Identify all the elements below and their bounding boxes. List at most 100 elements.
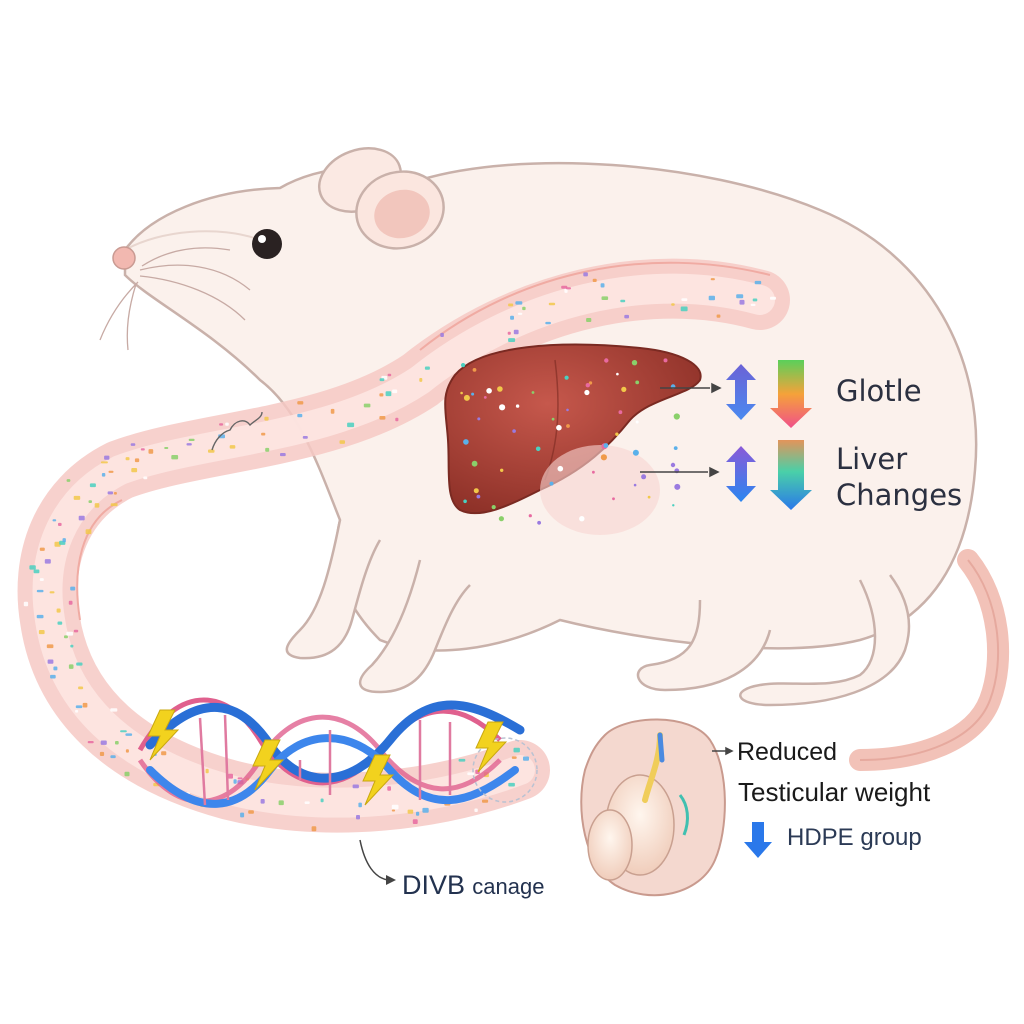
microplastic-particle	[108, 470, 114, 473]
liver-particle	[674, 483, 681, 490]
microplastic-particle	[70, 644, 74, 648]
microplastic-particle	[264, 416, 269, 421]
microplastic-particle	[66, 631, 74, 636]
liver-particle	[491, 505, 496, 510]
liver-particle	[618, 410, 623, 415]
microplastic-particle	[68, 664, 74, 669]
liver-particle	[461, 363, 466, 368]
microplastic-particle	[419, 378, 423, 382]
microplastic-particle	[548, 302, 556, 306]
microplastic-particle	[513, 329, 519, 335]
microplastic-particle	[600, 283, 605, 288]
microplastic-particle	[85, 529, 92, 535]
microplastic-particle	[311, 826, 317, 832]
microplastic-particle	[54, 541, 61, 547]
dna-helix-icon	[137, 697, 538, 808]
liver-particle	[564, 375, 569, 380]
liver-particle	[663, 358, 668, 363]
microplastic-particle	[64, 635, 68, 639]
microplastic-particle	[186, 443, 192, 446]
rat-hind-leg	[636, 599, 772, 692]
microplastic-particle	[225, 422, 229, 426]
liver-particle	[549, 481, 554, 486]
liver-particle	[584, 389, 590, 396]
microplastic-particle	[39, 547, 45, 551]
microplastic-particle	[601, 296, 609, 300]
microplastic-particle	[320, 798, 324, 803]
microplastic-particle	[75, 709, 79, 713]
liver-particle	[670, 462, 676, 468]
microplastic-particle	[440, 332, 444, 337]
microplastic-particle	[29, 565, 36, 570]
liver-particle	[633, 483, 637, 487]
liver-particle	[463, 439, 469, 445]
microplastic-particle	[379, 393, 384, 397]
microplastic-particle	[507, 331, 511, 335]
microplastic-particle	[517, 312, 523, 315]
microplastic-particle	[302, 436, 308, 439]
microplastic-particle	[134, 458, 140, 463]
microplastic-particle	[347, 422, 355, 428]
microplastic-particle	[49, 591, 55, 594]
microplastic-particle	[566, 287, 571, 290]
microplastic-particle	[76, 662, 83, 666]
liver-particle	[551, 417, 555, 421]
rat-eye	[252, 229, 282, 259]
liver-particle	[471, 392, 475, 396]
liver-particle	[556, 424, 562, 431]
microplastic-particle	[208, 449, 215, 453]
microplastic-particle	[391, 809, 396, 812]
liver-particle	[483, 396, 487, 399]
microplastic-particle	[356, 815, 360, 820]
microplastic-particle	[297, 401, 304, 405]
microplastic-particle	[87, 741, 94, 744]
microplastic-particle	[113, 492, 117, 495]
liver-particle	[512, 429, 516, 433]
liver-changes-label-line1: Liver	[836, 442, 908, 476]
liver-particle	[641, 474, 647, 480]
microplastic-particle	[522, 306, 526, 311]
microplastic-particle	[38, 630, 45, 635]
microplastic-particle	[424, 366, 430, 370]
liver-particle	[472, 368, 477, 372]
microplastic-particle	[523, 756, 529, 761]
microplastic-particle	[107, 491, 113, 495]
microplastic-particle	[261, 432, 266, 436]
microplastic-particle	[237, 777, 243, 780]
microplastic-particle	[561, 285, 568, 289]
microplastic-particle	[161, 751, 167, 756]
microplastic-particle	[363, 403, 371, 408]
testicular-weight-label: Testicular weight	[738, 777, 931, 807]
liver-particle	[528, 514, 532, 518]
liver-particle	[473, 488, 479, 494]
liver-particle	[673, 446, 678, 450]
microplastic-particle	[710, 278, 715, 281]
liver-particle	[566, 424, 570, 428]
microplastic-particle	[391, 804, 399, 810]
pointer-arrow-icon	[359, 839, 389, 881]
microplastic-particle	[358, 802, 362, 808]
microplastic-particle	[229, 445, 236, 449]
pointer-arrow-icon	[640, 382, 722, 478]
microplastic-particle	[148, 449, 154, 454]
microplastic-particle	[708, 295, 715, 301]
liver-particle	[463, 394, 470, 401]
microplastic-particle	[36, 589, 44, 593]
digestive-tract	[17, 258, 790, 833]
microplastic-particle	[511, 756, 517, 759]
microplastic-particle	[352, 784, 359, 789]
microplastic-particle	[387, 373, 392, 377]
microplastic-particle	[680, 306, 688, 312]
microplastic-particle	[467, 772, 475, 776]
microplastic-particle	[395, 417, 399, 422]
microplastic-particle	[75, 705, 83, 709]
liver-particle	[477, 417, 481, 421]
down-arrow-icon	[744, 822, 772, 858]
microplastic-particle	[770, 296, 776, 300]
microplastic-particle	[33, 569, 40, 574]
microplastic-particle	[57, 621, 63, 625]
liver-particle	[672, 504, 675, 507]
microplastic-particle	[205, 768, 209, 774]
microplastic-particle	[739, 299, 745, 305]
